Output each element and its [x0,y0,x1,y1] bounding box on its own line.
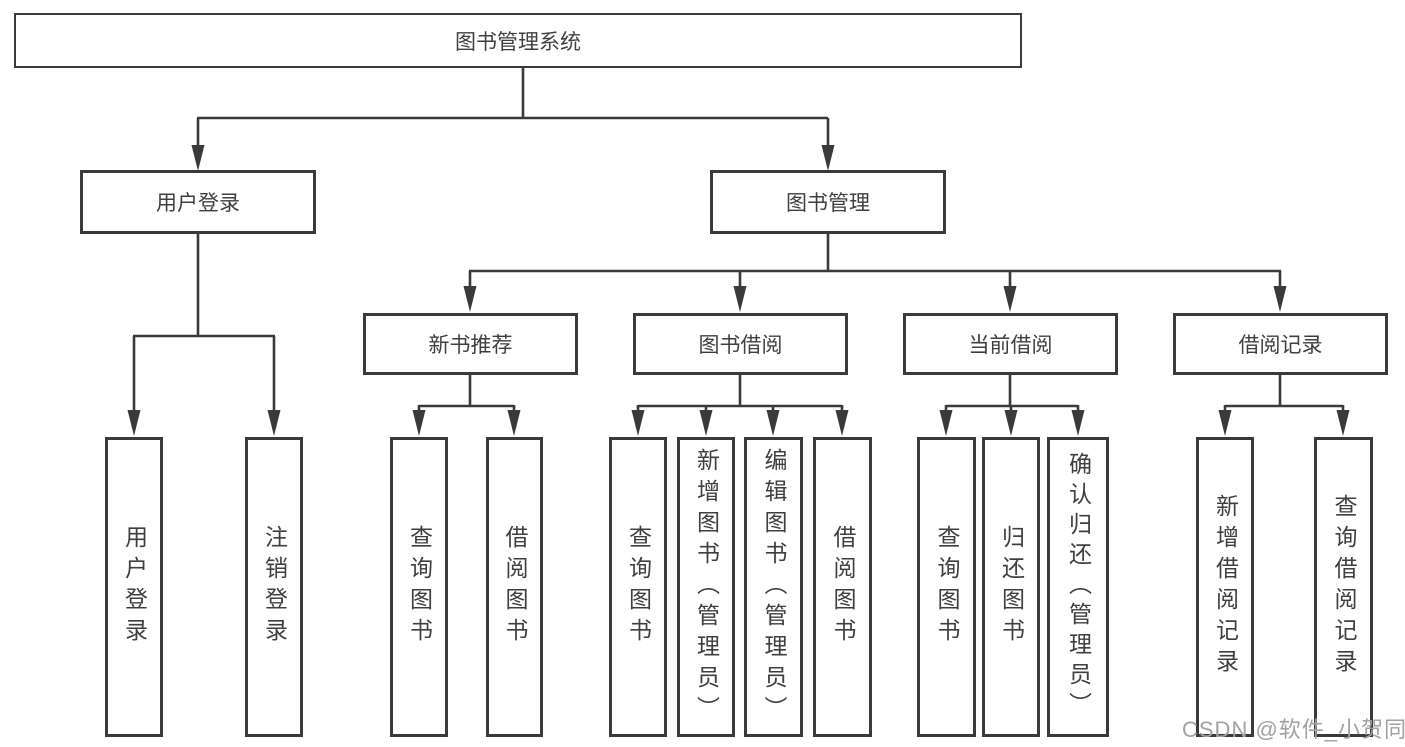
leaf-query-books-recommend: 查询图书 [390,437,448,737]
leaf-borrow-books-recommend: 借阅图书 [486,437,543,737]
node-label: 新书推荐 [428,334,513,357]
node-label: 图书管理 [786,192,870,215]
leaf-edit-books-admin: 编辑图书（管理员） [744,437,803,737]
leaf-label: 查询借阅记录 [1331,494,1357,680]
node-borrowing-records: 借阅记录 [1173,313,1388,375]
node-label: 当前借阅 [968,334,1053,357]
node-book-management-system: 图书管理系统 [14,13,1022,68]
leaf-label: 查询图书 [625,525,652,649]
leaf-label: 查询图书 [406,525,433,649]
leaf-confirm-return-admin: 确认归还（管理员） [1047,437,1109,737]
leaf-label: 新增借阅记录 [1212,494,1239,680]
leaf-label: 新增图书（管理员） [693,447,720,727]
leaf-label: 借阅图书 [502,525,528,649]
leaf-query-books-borrowing: 查询图书 [609,437,667,737]
node-label: 图书借阅 [698,334,783,357]
leaf-add-borrow-record: 新增借阅记录 [1196,437,1254,737]
leaf-label: 用户登录 [121,525,148,649]
leaf-user-login: 用户登录 [105,437,163,737]
node-book-borrowing: 图书借阅 [633,313,848,375]
node-label: 用户登录 [156,192,240,215]
leaf-logout: 注销登录 [245,437,303,737]
node-book-management: 图书管理 [710,170,946,234]
leaf-query-borrow-record: 查询借阅记录 [1314,437,1373,737]
leaf-add-books-admin: 新增图书（管理员） [677,437,735,737]
leaf-label: 编辑图书（管理员） [761,447,787,727]
leaf-borrow-books-borrowing: 借阅图书 [813,437,872,737]
csdn-watermark: CSDN @软件_小贺同学 [1182,717,1405,742]
leaf-label: 借阅图书 [830,525,856,649]
node-label: 借阅记录 [1238,334,1323,357]
leaf-label: 归还图书 [998,525,1025,649]
node-new-book-recommendation: 新书推荐 [363,313,578,375]
leaf-query-books-current: 查询图书 [917,437,976,737]
node-label: 图书管理系统 [455,30,581,54]
leaf-label: 注销登录 [261,525,288,649]
leaf-return-books: 归还图书 [982,437,1040,737]
leaf-label: 查询图书 [934,525,960,649]
node-current-borrowing: 当前借阅 [903,313,1118,375]
leaf-label: 确认归还（管理员） [1065,452,1092,722]
node-user-login: 用户登录 [80,170,316,234]
